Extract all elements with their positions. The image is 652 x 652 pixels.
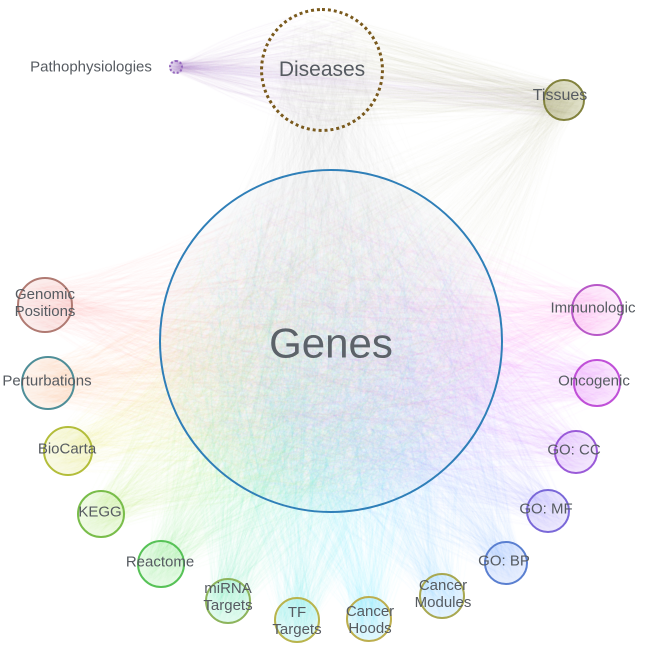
node-diseases[interactable] (260, 8, 384, 132)
node-genomic_positions[interactable] (17, 277, 73, 333)
node-genes[interactable] (159, 169, 503, 513)
node-reactome[interactable] (137, 540, 185, 588)
node-pathophysiologies[interactable] (169, 60, 183, 74)
node-go_cc[interactable] (554, 430, 598, 474)
node-biocarta[interactable] (43, 426, 93, 476)
node-tf_targets[interactable] (274, 597, 320, 643)
node-immunologic[interactable] (571, 284, 623, 336)
node-perturbations[interactable] (21, 356, 75, 410)
node-oncogenic[interactable] (573, 359, 621, 407)
node-kegg[interactable] (77, 490, 125, 538)
node-cancer_modules[interactable] (419, 573, 465, 619)
node-go_bp[interactable] (484, 541, 528, 585)
node-go_mf[interactable] (526, 489, 570, 533)
node-cancer_hoods[interactable] (346, 596, 392, 642)
node-mirna_targets[interactable] (205, 578, 251, 624)
node-tissues[interactable] (543, 79, 585, 121)
